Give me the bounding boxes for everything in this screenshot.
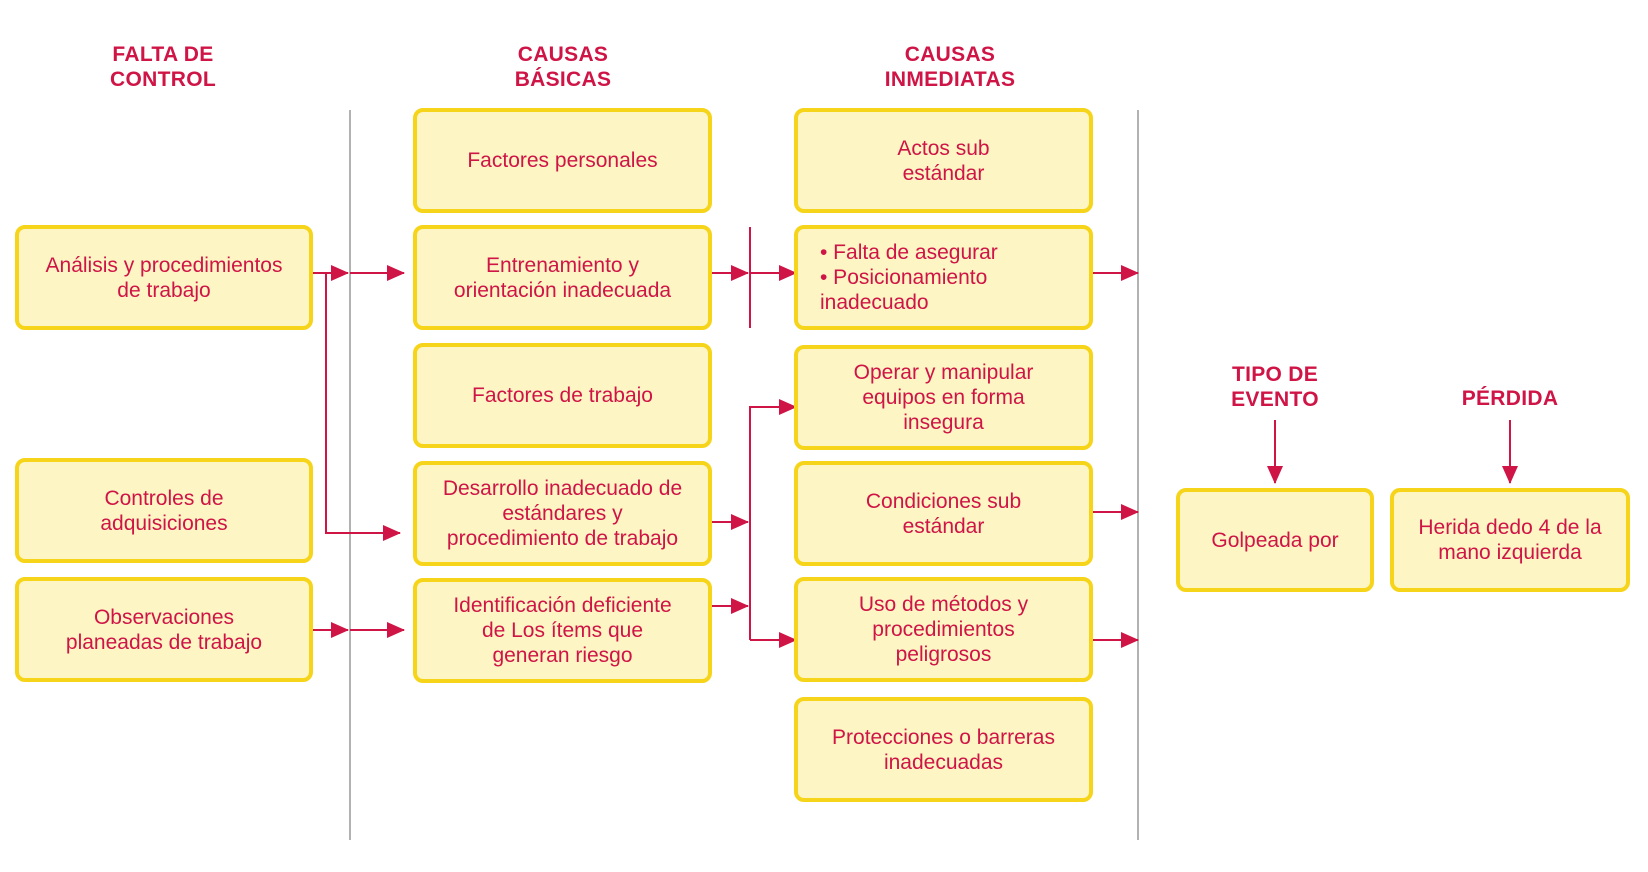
box-text: Observaciones planeadas de trabajo xyxy=(65,605,263,654)
box-text: Entrenamiento y orientación inadecuada xyxy=(453,253,672,302)
box-text: Protecciones o barreras inadecuadas xyxy=(832,725,1055,774)
box-factores-trabajo: Factores de trabajo xyxy=(413,343,712,448)
box-text: Herida dedo 4 de la mano izquierda xyxy=(1418,516,1602,564)
box-factores-personales: Factores personales xyxy=(413,108,712,213)
box-protecciones-barreras: Protecciones o barreras inadecuadas xyxy=(794,697,1093,802)
connector-analisis-desarrollo xyxy=(325,273,401,541)
box-golpeada-por: Golpeada por xyxy=(1176,488,1374,592)
box-analisis-procedimientos: Análisis y procedimientos de trabajo xyxy=(15,225,313,330)
box-falta-asegurar: • Falta de asegurar • Posicionamiento in… xyxy=(794,225,1093,330)
header-causas-inmediatas: CAUSAS INMEDIATAS xyxy=(884,43,1016,91)
box-text: Análisis y procedimientos de trabajo xyxy=(45,253,283,302)
header-tipo-evento: TIPO DE EVENTO xyxy=(1231,363,1319,411)
box-text: Operar y manipular equipos en forma inse… xyxy=(853,361,1034,434)
box-text: Condiciones sub estándar xyxy=(865,489,1022,538)
box-text: Controles de adquisiciones xyxy=(100,486,228,535)
header-falta-control: FALTA DE CONTROL xyxy=(110,43,216,91)
box-identificacion-deficiente: Identificación deficiente de Los ítems q… xyxy=(413,578,712,683)
box-operar-manipular: Operar y manipular equipos en forma inse… xyxy=(794,345,1093,450)
box-desarrollo-inadecuado: Desarrollo inadecuado de estándares y pr… xyxy=(413,461,712,566)
box-herida-dedo: Herida dedo 4 de la mano izquierda xyxy=(1390,488,1630,592)
box-text: Identificación deficiente de Los ítems q… xyxy=(453,594,672,667)
box-text: Golpeada por xyxy=(1211,528,1339,552)
box-text: Factores de trabajo xyxy=(472,384,653,407)
connector-bus-operar xyxy=(749,399,797,640)
header-causas-basicas: CAUSAS BÁSICAS xyxy=(514,43,612,91)
box-actos-sub-estandar: Actos sub estándar xyxy=(794,108,1093,213)
box-text: Factores personales xyxy=(467,149,658,172)
box-observaciones-planeadas: Observaciones planeadas de trabajo xyxy=(15,577,313,682)
box-text: Desarrollo inadecuado de estándares y pr… xyxy=(442,477,683,550)
box-entrenamiento-orientacion: Entrenamiento y orientación inadecuada xyxy=(413,225,712,330)
box-controles-adquisiciones: Controles de adquisiciones xyxy=(15,458,313,563)
box-text: Uso de métodos y procedimientos peligros… xyxy=(858,593,1029,666)
box-text: • Falta de asegurar • Posicionamiento in… xyxy=(820,241,998,314)
box-condiciones-sub-estandar: Condiciones sub estándar xyxy=(794,461,1093,566)
header-perdida: PÉRDIDA xyxy=(1461,387,1559,410)
box-uso-metodos: Uso de métodos y procedimientos peligros… xyxy=(794,577,1093,682)
box-text: Actos sub estándar xyxy=(897,136,990,185)
